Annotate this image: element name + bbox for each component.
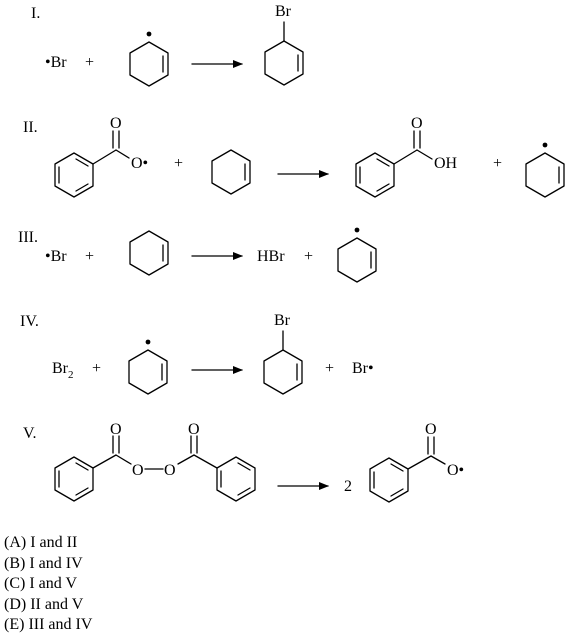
label-reaction-3: III. bbox=[18, 229, 38, 246]
label-reaction-5: V. bbox=[23, 425, 37, 442]
peroxide-oxygen: O bbox=[132, 462, 144, 479]
plus-sign: + bbox=[304, 248, 313, 265]
choice-text: I and IV bbox=[29, 554, 83, 572]
bromocyclohexene bbox=[263, 330, 303, 395]
oxy-radical-label: O• bbox=[131, 155, 148, 172]
carbonyl-oxygen: O bbox=[110, 421, 122, 438]
cyclohexenyl-radical bbox=[129, 31, 169, 87]
choice-letter: (C) bbox=[4, 575, 26, 592]
choice-text: III and IV bbox=[28, 616, 93, 633]
choice-letter: (E) bbox=[4, 616, 25, 633]
cyclohexene bbox=[129, 230, 169, 276]
carbonyl-oxygen: O bbox=[110, 115, 122, 132]
reaction-scheme: I. •Br + Br II. O O• + O bbox=[18, 3, 565, 503]
choice-text: I and II bbox=[30, 534, 78, 551]
choice-c[interactable]: (C) I and V bbox=[4, 574, 92, 595]
choice-letter: (D) bbox=[4, 595, 27, 613]
cyclohexene bbox=[211, 149, 251, 195]
cyclohexenyl-radical bbox=[128, 339, 168, 395]
hydrogen-bromide-label: HBr bbox=[257, 248, 285, 265]
cyclohexenyl-radical bbox=[337, 227, 377, 283]
label-reaction-4: IV. bbox=[20, 313, 39, 330]
choice-text: I and V bbox=[29, 575, 78, 592]
plus-sign: + bbox=[92, 360, 101, 377]
plus-sign: + bbox=[85, 248, 94, 265]
choice-e[interactable]: (E) III and IV bbox=[4, 615, 92, 636]
benzoyl-peroxide bbox=[54, 435, 256, 502]
plus-sign: + bbox=[85, 54, 94, 71]
carbonyl-oxygen: O bbox=[425, 421, 437, 438]
answer-choices: (A) I and II (B) I and IV (C) I and V (D… bbox=[4, 533, 92, 636]
choice-a[interactable]: (A) I and II bbox=[4, 533, 92, 554]
plus-sign: + bbox=[174, 155, 183, 172]
hydroxyl-label: OH bbox=[434, 155, 458, 172]
reactant-bromine-molecule: Br2 bbox=[52, 360, 74, 381]
bromocyclohexene bbox=[264, 21, 304, 86]
reactant-bromine-radical: •Br bbox=[45, 54, 67, 71]
stoichiometric-coefficient: 2 bbox=[344, 478, 352, 495]
product-bromine-label: Br bbox=[275, 3, 292, 20]
product-bromine-label: Br bbox=[274, 312, 291, 329]
benzoic-acid bbox=[355, 130, 433, 198]
choice-letter: (A) bbox=[4, 534, 27, 551]
benzoyloxy-radical bbox=[54, 130, 130, 198]
plus-sign: + bbox=[325, 360, 334, 377]
label-reaction-2: II. bbox=[23, 119, 38, 136]
benzoyloxy-radical bbox=[369, 436, 446, 503]
reactant-bromine-radical: •Br bbox=[45, 248, 67, 265]
choice-letter: (B) bbox=[4, 554, 26, 572]
plus-sign: + bbox=[493, 155, 502, 172]
choice-b[interactable]: (B) I and IV bbox=[4, 554, 92, 575]
product-bromine-radical: Br• bbox=[352, 360, 374, 377]
peroxide-oxygen: O bbox=[164, 462, 176, 479]
label-reaction-1: I. bbox=[31, 5, 40, 22]
carbonyl-oxygen: O bbox=[188, 421, 200, 438]
oxy-radical-label: O• bbox=[447, 462, 464, 479]
cyclohexenyl-radical bbox=[525, 142, 565, 198]
choice-text: II and V bbox=[30, 595, 84, 613]
carbonyl-oxygen: O bbox=[411, 115, 423, 132]
choice-d[interactable]: (D) II and V bbox=[4, 595, 92, 616]
